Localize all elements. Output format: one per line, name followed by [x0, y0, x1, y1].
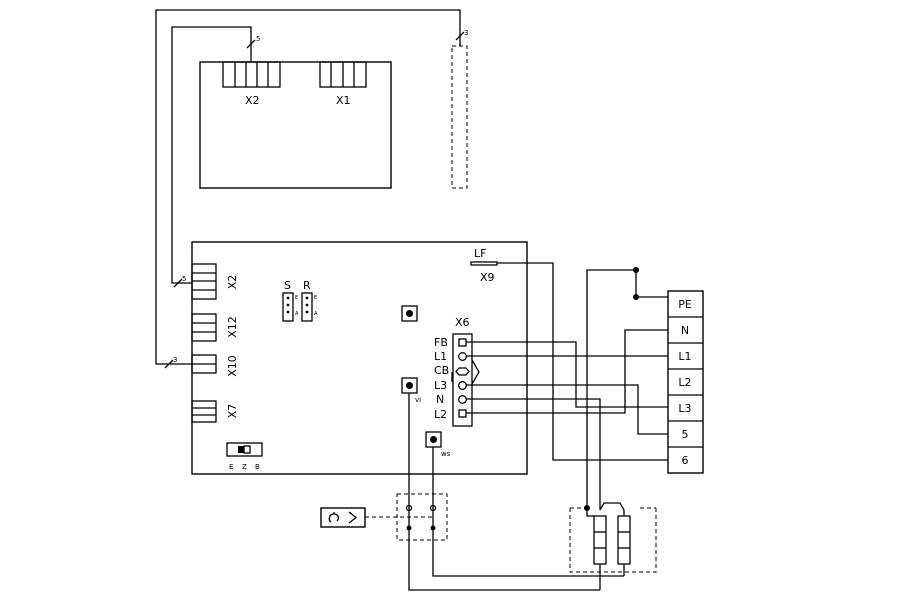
sensor-probe — [451, 45, 468, 189]
terminal-l3: L3 — [678, 402, 691, 415]
x6-pin-cb: CB — [434, 364, 449, 377]
connector-x10-label: X10 — [226, 355, 239, 377]
flow-sensor — [320, 507, 366, 528]
connector-x12 — [191, 313, 217, 342]
connector-x6 — [451, 333, 480, 427]
x6-pin-l3: L3 — [434, 379, 447, 392]
terminal-6: 6 — [682, 454, 689, 467]
vi-button — [401, 377, 418, 394]
heating-element-group — [569, 502, 657, 590]
main-x2-wire-count: 5 — [182, 275, 186, 283]
ezb-selector-switch — [226, 442, 263, 457]
terminal-wiring — [466, 262, 668, 511]
terminal-l1: L1 — [678, 350, 691, 363]
x6-pin-l2: L2 — [434, 408, 447, 421]
connector-x7-label: X7 — [226, 404, 239, 419]
board-button — [401, 305, 418, 322]
sensor-wire-count: 3 — [464, 29, 468, 37]
flow-switch-group — [365, 393, 624, 591]
jumper-r-label: R — [303, 279, 311, 292]
connector-x12-label: X12 — [226, 316, 239, 338]
jumper-s-label: S — [284, 279, 291, 292]
svg-text:E: E — [314, 295, 317, 301]
upper-x1-label: X1 — [336, 94, 351, 107]
x6-label: X6 — [455, 316, 470, 329]
svg-text:A: A — [314, 311, 318, 317]
switch-label-b: B — [255, 463, 260, 471]
upper-x2-label: X2 — [245, 94, 260, 107]
upper-x2-wire-count: 5 — [256, 35, 260, 43]
lf-fuse — [470, 261, 498, 266]
x6-pin-n: N — [436, 393, 444, 406]
terminal-pe: PE — [678, 298, 692, 311]
x9-label: X9 — [480, 271, 495, 284]
x6-pin-l1: L1 — [434, 350, 447, 363]
wire-upper-x2-to-main-x2 — [171, 26, 252, 284]
svg-text:E: E — [295, 295, 298, 301]
svg-text:A: A — [295, 311, 299, 317]
connector-x2 — [191, 263, 217, 300]
terminal-n: N — [681, 324, 689, 337]
x10-wire-count: 3 — [173, 356, 177, 364]
terminal-5: 5 — [682, 428, 689, 441]
wire-count-marks: 5 3 5 3 — [164, 29, 468, 369]
terminal-block: PE N L1 L2 L3 5 6 — [667, 290, 704, 474]
x6-pin-fb: FB — [434, 336, 448, 349]
upper-board: X2 X1 — [199, 61, 392, 189]
ws-button — [425, 431, 442, 448]
heating-element-1 — [593, 515, 607, 565]
switch-label-z: Z — [242, 463, 247, 471]
ws-label: ws — [441, 450, 451, 458]
connector-x2-label: X2 — [226, 275, 239, 290]
connector-x10 — [191, 354, 217, 374]
jumper-r: E A — [301, 292, 318, 322]
main-board: X2 X12 X10 X7 S R E A — [191, 241, 528, 475]
terminal-l2: L2 — [678, 376, 691, 389]
connector-x7 — [191, 400, 217, 423]
wire-sensor-to-x10 — [155, 9, 461, 365]
lf-label: LF — [474, 247, 486, 260]
switch-label-e: E — [229, 463, 233, 471]
upper-x2-connector — [222, 61, 281, 88]
jumper-s: E A — [282, 292, 299, 322]
upper-x1-connector — [319, 61, 367, 88]
heating-element-2 — [617, 515, 631, 565]
vi-label: vi — [415, 396, 421, 404]
